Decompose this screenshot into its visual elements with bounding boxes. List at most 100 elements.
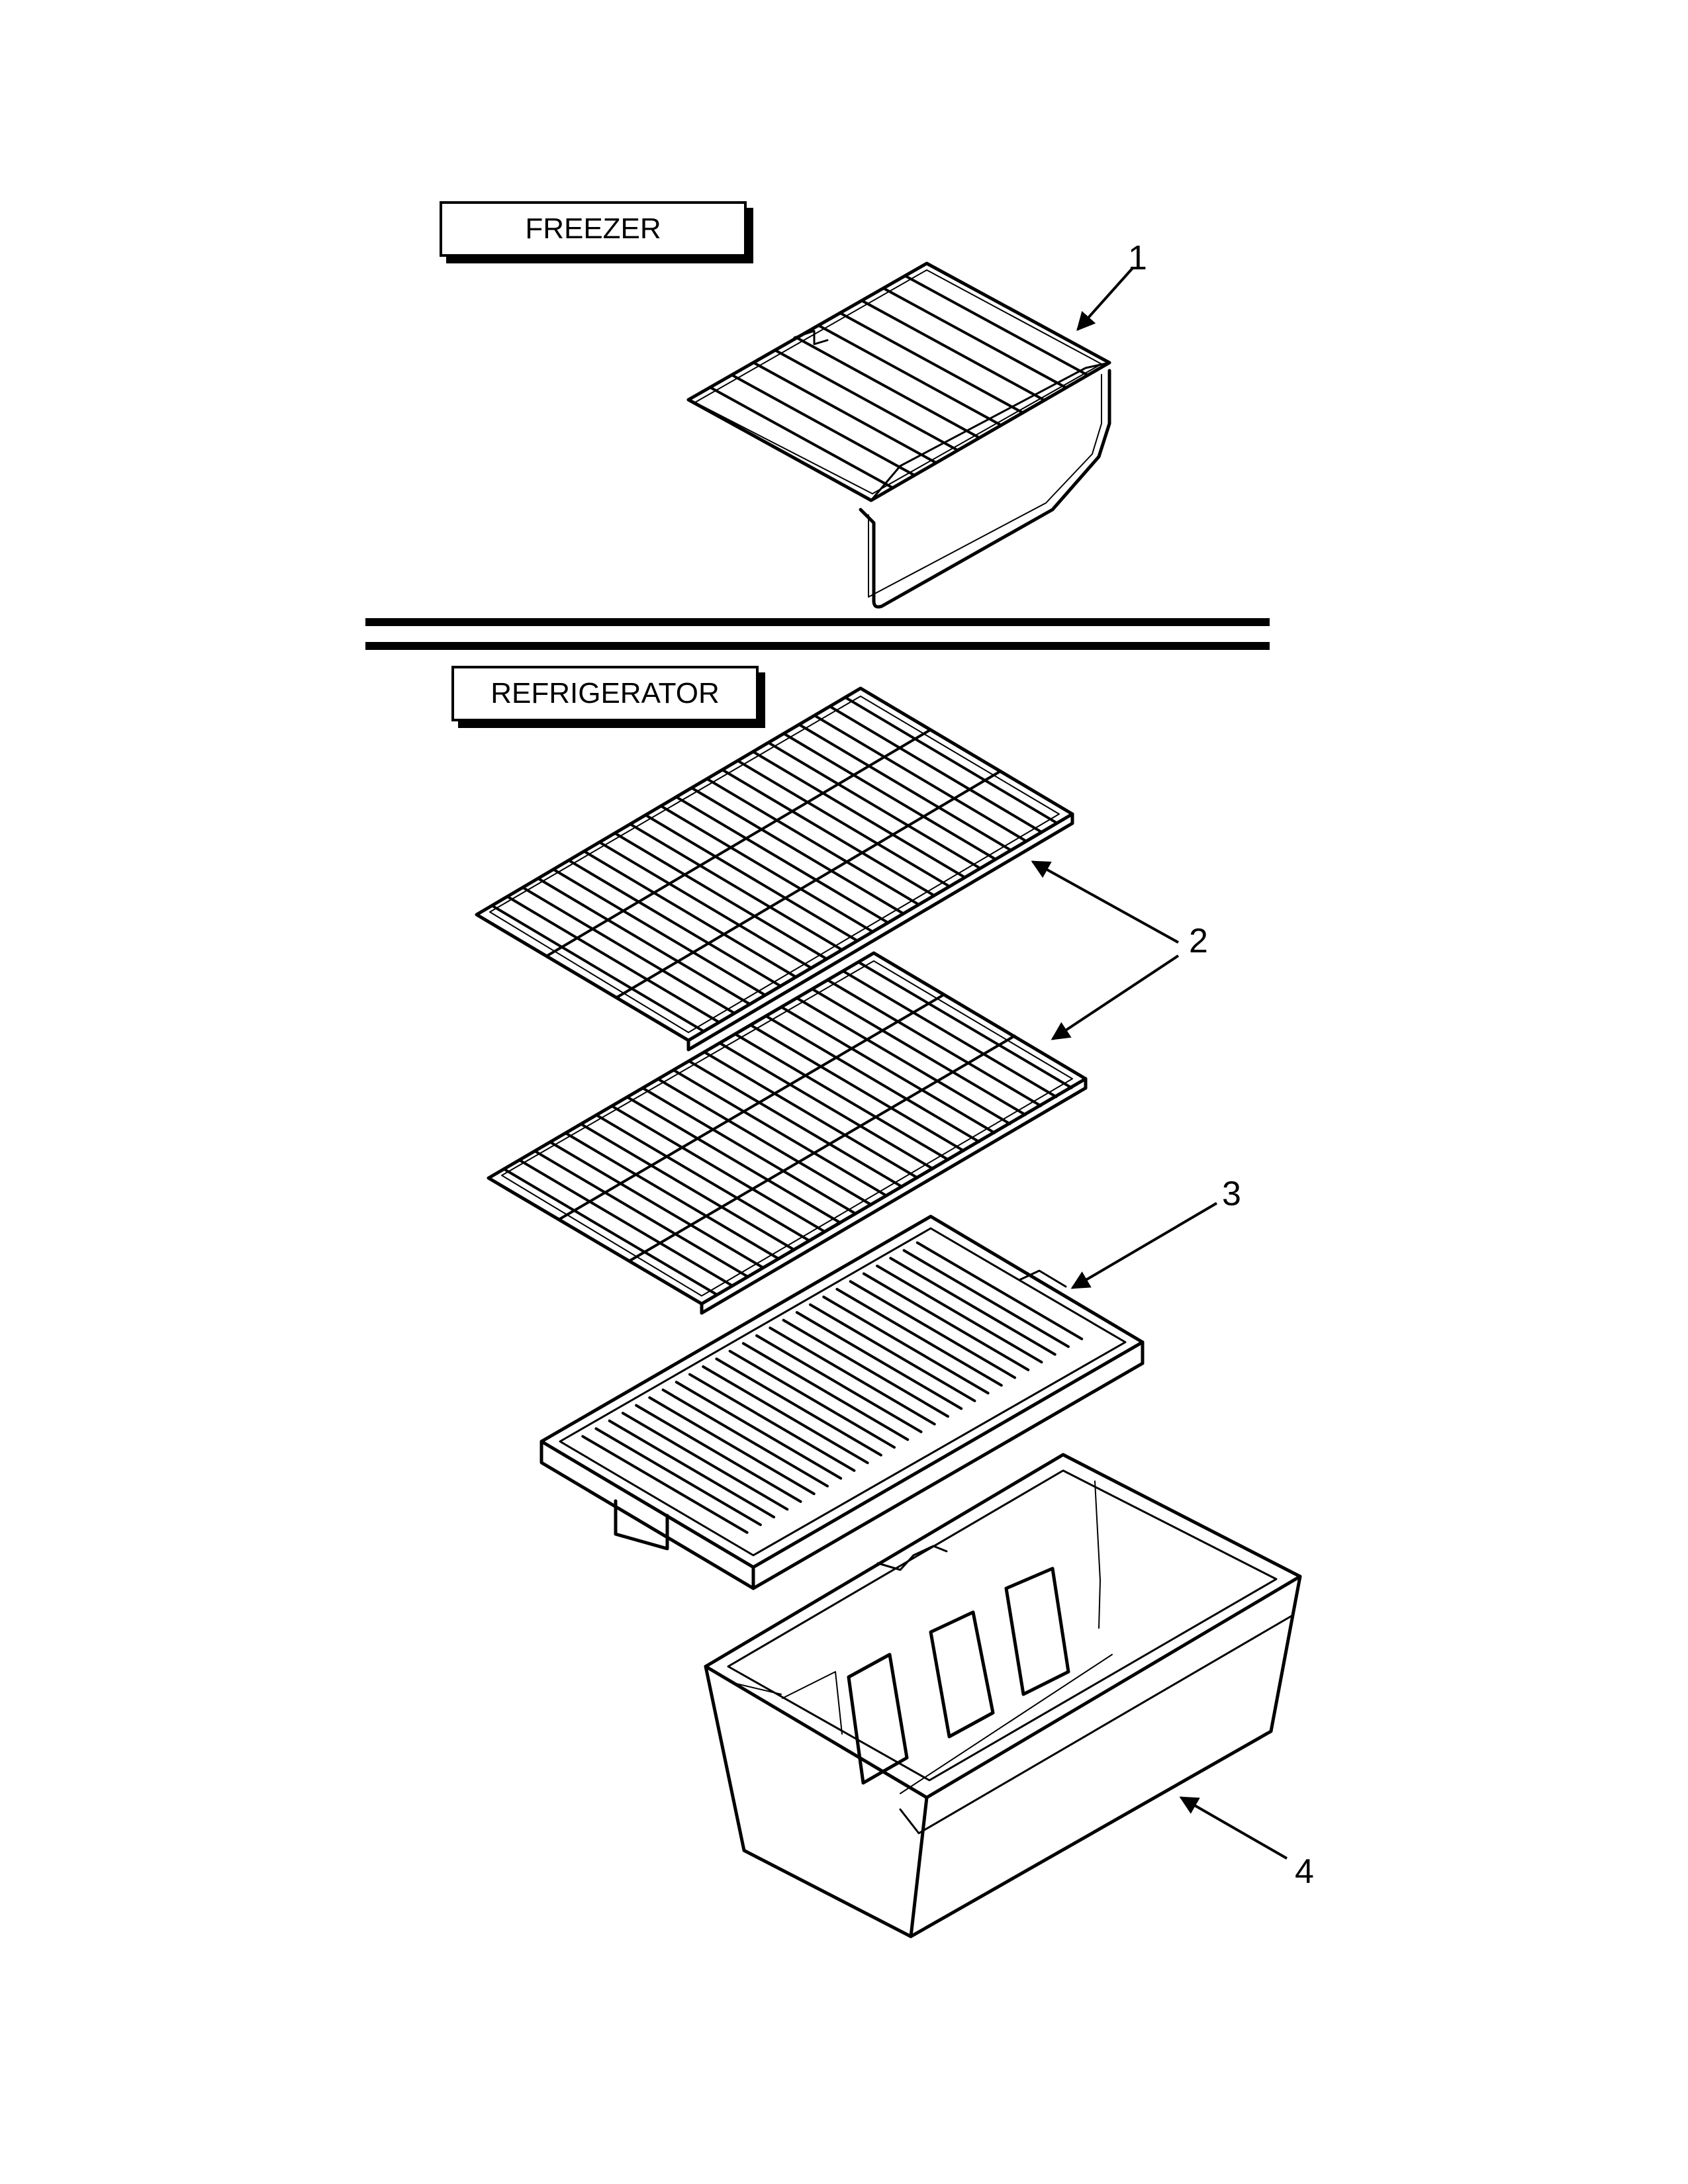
wire-rod — [845, 698, 1057, 823]
wire-rod — [843, 971, 1056, 1097]
wire-rod — [600, 842, 812, 968]
wire-rod — [569, 860, 780, 986]
cover-slot — [636, 1405, 800, 1501]
callout-number-2: 2 — [1189, 922, 1208, 960]
leader-4 — [1179, 1797, 1287, 1858]
cover-slot — [743, 1343, 908, 1439]
wire-rod — [520, 1160, 733, 1286]
freezer-section-label: FREEZER — [440, 201, 747, 257]
cover-slot — [596, 1429, 760, 1525]
wire-rod — [550, 1142, 763, 1268]
callout-number-4: 4 — [1295, 1852, 1314, 1891]
wire-rod — [818, 326, 1001, 426]
wire-rod — [784, 733, 996, 859]
wire-rod — [766, 1016, 979, 1142]
cover-slot — [797, 1312, 961, 1408]
wire-rod — [658, 1079, 871, 1205]
wire-rod — [565, 1133, 778, 1259]
wire-rod — [615, 833, 827, 959]
wire-rod — [862, 300, 1045, 400]
wire-rod — [720, 1043, 933, 1169]
wire-rod — [612, 1106, 825, 1232]
wire-rod — [830, 706, 1042, 832]
crisper-cover — [541, 1216, 1143, 1588]
wire-rod — [722, 770, 934, 895]
wire-rod — [884, 288, 1066, 387]
wire-rod — [628, 1097, 841, 1223]
wire-rod — [812, 989, 1025, 1115]
wire-rod — [707, 779, 919, 905]
wire-rod — [661, 806, 872, 932]
wire-rod — [584, 851, 796, 977]
wire-rod — [523, 887, 735, 1013]
cover-slot — [823, 1297, 988, 1393]
cover-slot — [864, 1274, 1028, 1370]
cover-slot — [690, 1375, 854, 1471]
refrigerator-section-label: REFRIGERATOR — [451, 666, 759, 721]
cover-slot — [877, 1266, 1041, 1362]
wire-rod — [596, 1115, 810, 1241]
wire-rod — [735, 1034, 948, 1160]
cover-slot — [663, 1390, 827, 1486]
wire-rod — [507, 897, 719, 1023]
wire-rod — [799, 725, 1011, 850]
wire-rod — [781, 1007, 994, 1133]
wire-rod — [731, 375, 914, 476]
wire-rod — [645, 815, 857, 941]
wire-rod — [753, 363, 936, 463]
cover-slot — [837, 1289, 1001, 1385]
wire-rod — [504, 1169, 717, 1295]
cross-bar — [630, 1036, 1015, 1261]
leader-2b — [1051, 956, 1178, 1039]
section-divider-top — [365, 618, 1270, 626]
wire-rod — [737, 760, 949, 886]
cover-slot — [890, 1258, 1055, 1354]
wire-rod — [753, 752, 965, 878]
leader-lines — [1031, 267, 1287, 1858]
cover-slot — [716, 1359, 880, 1455]
wire-rod — [797, 338, 980, 437]
wire-rod — [677, 797, 888, 923]
leader-1 — [1076, 267, 1133, 332]
section-divider-bottom — [365, 642, 1270, 650]
wire-rod — [673, 1070, 886, 1196]
cover-slot — [610, 1421, 774, 1517]
wire-rod — [535, 1151, 748, 1277]
wire-rod — [553, 870, 765, 995]
refrigerator-shelf-lower — [489, 953, 1086, 1313]
cover-slot — [757, 1336, 921, 1432]
cover-slot — [649, 1398, 814, 1494]
wire-rod — [538, 878, 750, 1004]
wire-rod — [775, 350, 958, 450]
wire-rod — [492, 905, 704, 1031]
cover-slot — [770, 1328, 934, 1424]
leader-2a — [1031, 862, 1178, 942]
cover-slot — [810, 1304, 974, 1400]
callout-number-3: 3 — [1222, 1175, 1241, 1213]
wire-rod — [630, 824, 842, 950]
cover-slot — [677, 1382, 841, 1478]
wire-rod — [769, 743, 980, 868]
wire-rod — [710, 387, 893, 488]
cover-slot — [917, 1243, 1082, 1339]
wire-rod — [840, 313, 1023, 413]
leader-3 — [1070, 1203, 1217, 1288]
crisper-drawer — [706, 1455, 1300, 1936]
cover-slot — [623, 1413, 787, 1509]
cover-slot — [784, 1320, 948, 1416]
wire-rod — [689, 1061, 902, 1187]
wire-rod — [704, 1052, 917, 1178]
cross-bar — [547, 730, 931, 956]
wire-rod — [643, 1088, 856, 1214]
wire-rod — [905, 276, 1088, 375]
cover-slot — [730, 1351, 894, 1447]
wire-rod — [797, 998, 1010, 1124]
wire-rod — [692, 788, 904, 913]
cross-bar — [559, 995, 944, 1220]
freezer-label-text: FREEZER — [525, 212, 661, 245]
wire-rod — [751, 1025, 964, 1151]
freezer-shelf — [688, 263, 1109, 607]
cover-slot — [703, 1367, 867, 1463]
cover-slot — [904, 1250, 1068, 1346]
